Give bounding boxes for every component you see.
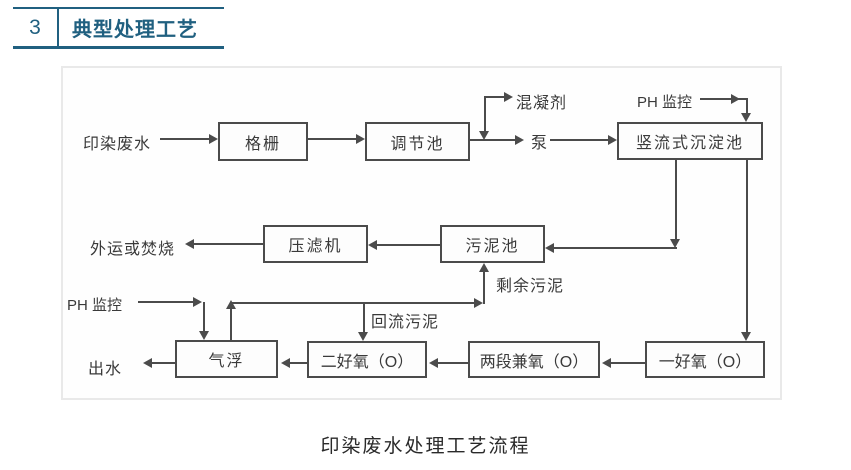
arrowhead — [185, 239, 194, 249]
flow-line-coagulant-branch — [484, 97, 486, 131]
arrowhead — [143, 358, 152, 368]
arrowhead — [368, 240, 377, 250]
node-regulating-tank: 调节池 — [365, 122, 470, 161]
flow-line-twostage-to-oxic2 — [438, 362, 468, 364]
flow-line-pump-to-sedimentation — [550, 139, 608, 141]
arrowhead — [670, 239, 680, 248]
flow-line-to-coagulant — [484, 96, 504, 98]
arrowhead — [504, 92, 513, 102]
node-sedimentation-tank: 竖流式沉淀池 — [617, 122, 763, 160]
arrowhead — [226, 300, 236, 309]
flow-line-flotation-riser — [230, 309, 232, 340]
flow-line-flotation-to-effluent — [152, 362, 175, 364]
flow-line-oxic2-to-flotation — [290, 362, 307, 364]
node-filter-press: 压滤机 — [263, 225, 368, 263]
label-ph-monitor-left: PH 监控 — [67, 297, 123, 314]
arrowhead — [199, 331, 209, 340]
flow-line-influent-to-grid — [160, 138, 209, 140]
arrowhead — [193, 297, 202, 307]
flow-line-sedimentation-to-oxic1 — [746, 160, 748, 332]
flow-line-return-sludge — [231, 302, 474, 304]
arrowhead — [741, 332, 751, 341]
flow-line-to-sludge-tank — [554, 247, 677, 249]
arrowhead — [479, 131, 489, 140]
node-two-stage-facultative: 两段兼氧（O） — [468, 341, 600, 378]
arrowhead — [731, 94, 740, 104]
arrowhead — [358, 332, 368, 341]
flow-line-ph-top-drop — [746, 100, 748, 114]
arrowhead — [356, 134, 365, 144]
node-sludge-tank: 污泥池 — [440, 225, 545, 263]
flow-line-ph-left — [138, 301, 197, 303]
figure-caption: 印染废水处理工艺流程 — [320, 436, 531, 457]
node-air-flotation: 气浮 — [175, 340, 278, 378]
flow-line-sedimentation-down — [675, 160, 677, 239]
flow-line-sludge-to-press — [377, 244, 440, 246]
node-secondary-oxic: 二好氧（O） — [307, 341, 427, 378]
label-coagulant: 混凝剂 — [516, 95, 568, 112]
arrowhead — [429, 358, 438, 368]
arrowhead — [479, 263, 489, 272]
node-grid: 格栅 — [218, 122, 308, 161]
label-excess-sludge: 剩余污泥 — [496, 278, 565, 295]
arrowhead — [515, 135, 524, 145]
label-pump: 泵 — [531, 135, 549, 152]
label-effluent: 出水 — [88, 361, 123, 378]
flow-line-ph-left-drop — [203, 302, 205, 331]
label-return-sludge: 回流污泥 — [371, 314, 440, 331]
header-divider — [57, 9, 59, 46]
flow-line-ph-top — [700, 98, 748, 100]
flow-line-excess-sludge — [483, 272, 485, 304]
arrowhead — [209, 134, 218, 144]
section-number: 3 — [29, 15, 41, 39]
label-ph-monitor-top: PH 监控 — [637, 94, 693, 111]
section-header: 3 典型处理工艺 — [13, 7, 224, 49]
arrowhead — [602, 358, 611, 368]
label-influent: 印染废水 — [83, 136, 152, 153]
flow-line-oxic1-to-twostage — [611, 362, 645, 364]
section-title: 典型处理工艺 — [72, 19, 198, 41]
flow-line-press-to-disposal — [194, 243, 263, 245]
arrowhead — [608, 135, 617, 145]
node-primary-oxic: 一好氧（O） — [645, 341, 765, 378]
label-disposal: 外运或焚烧 — [90, 241, 176, 258]
arrowhead — [741, 113, 751, 122]
flow-line-regulating-to-pump — [470, 139, 515, 141]
arrowhead — [474, 298, 483, 308]
arrowhead — [545, 243, 554, 253]
flow-line-grid-to-regulating — [308, 138, 356, 140]
flow-line-return-to-oxic — [363, 304, 365, 332]
arrowhead — [281, 358, 290, 368]
